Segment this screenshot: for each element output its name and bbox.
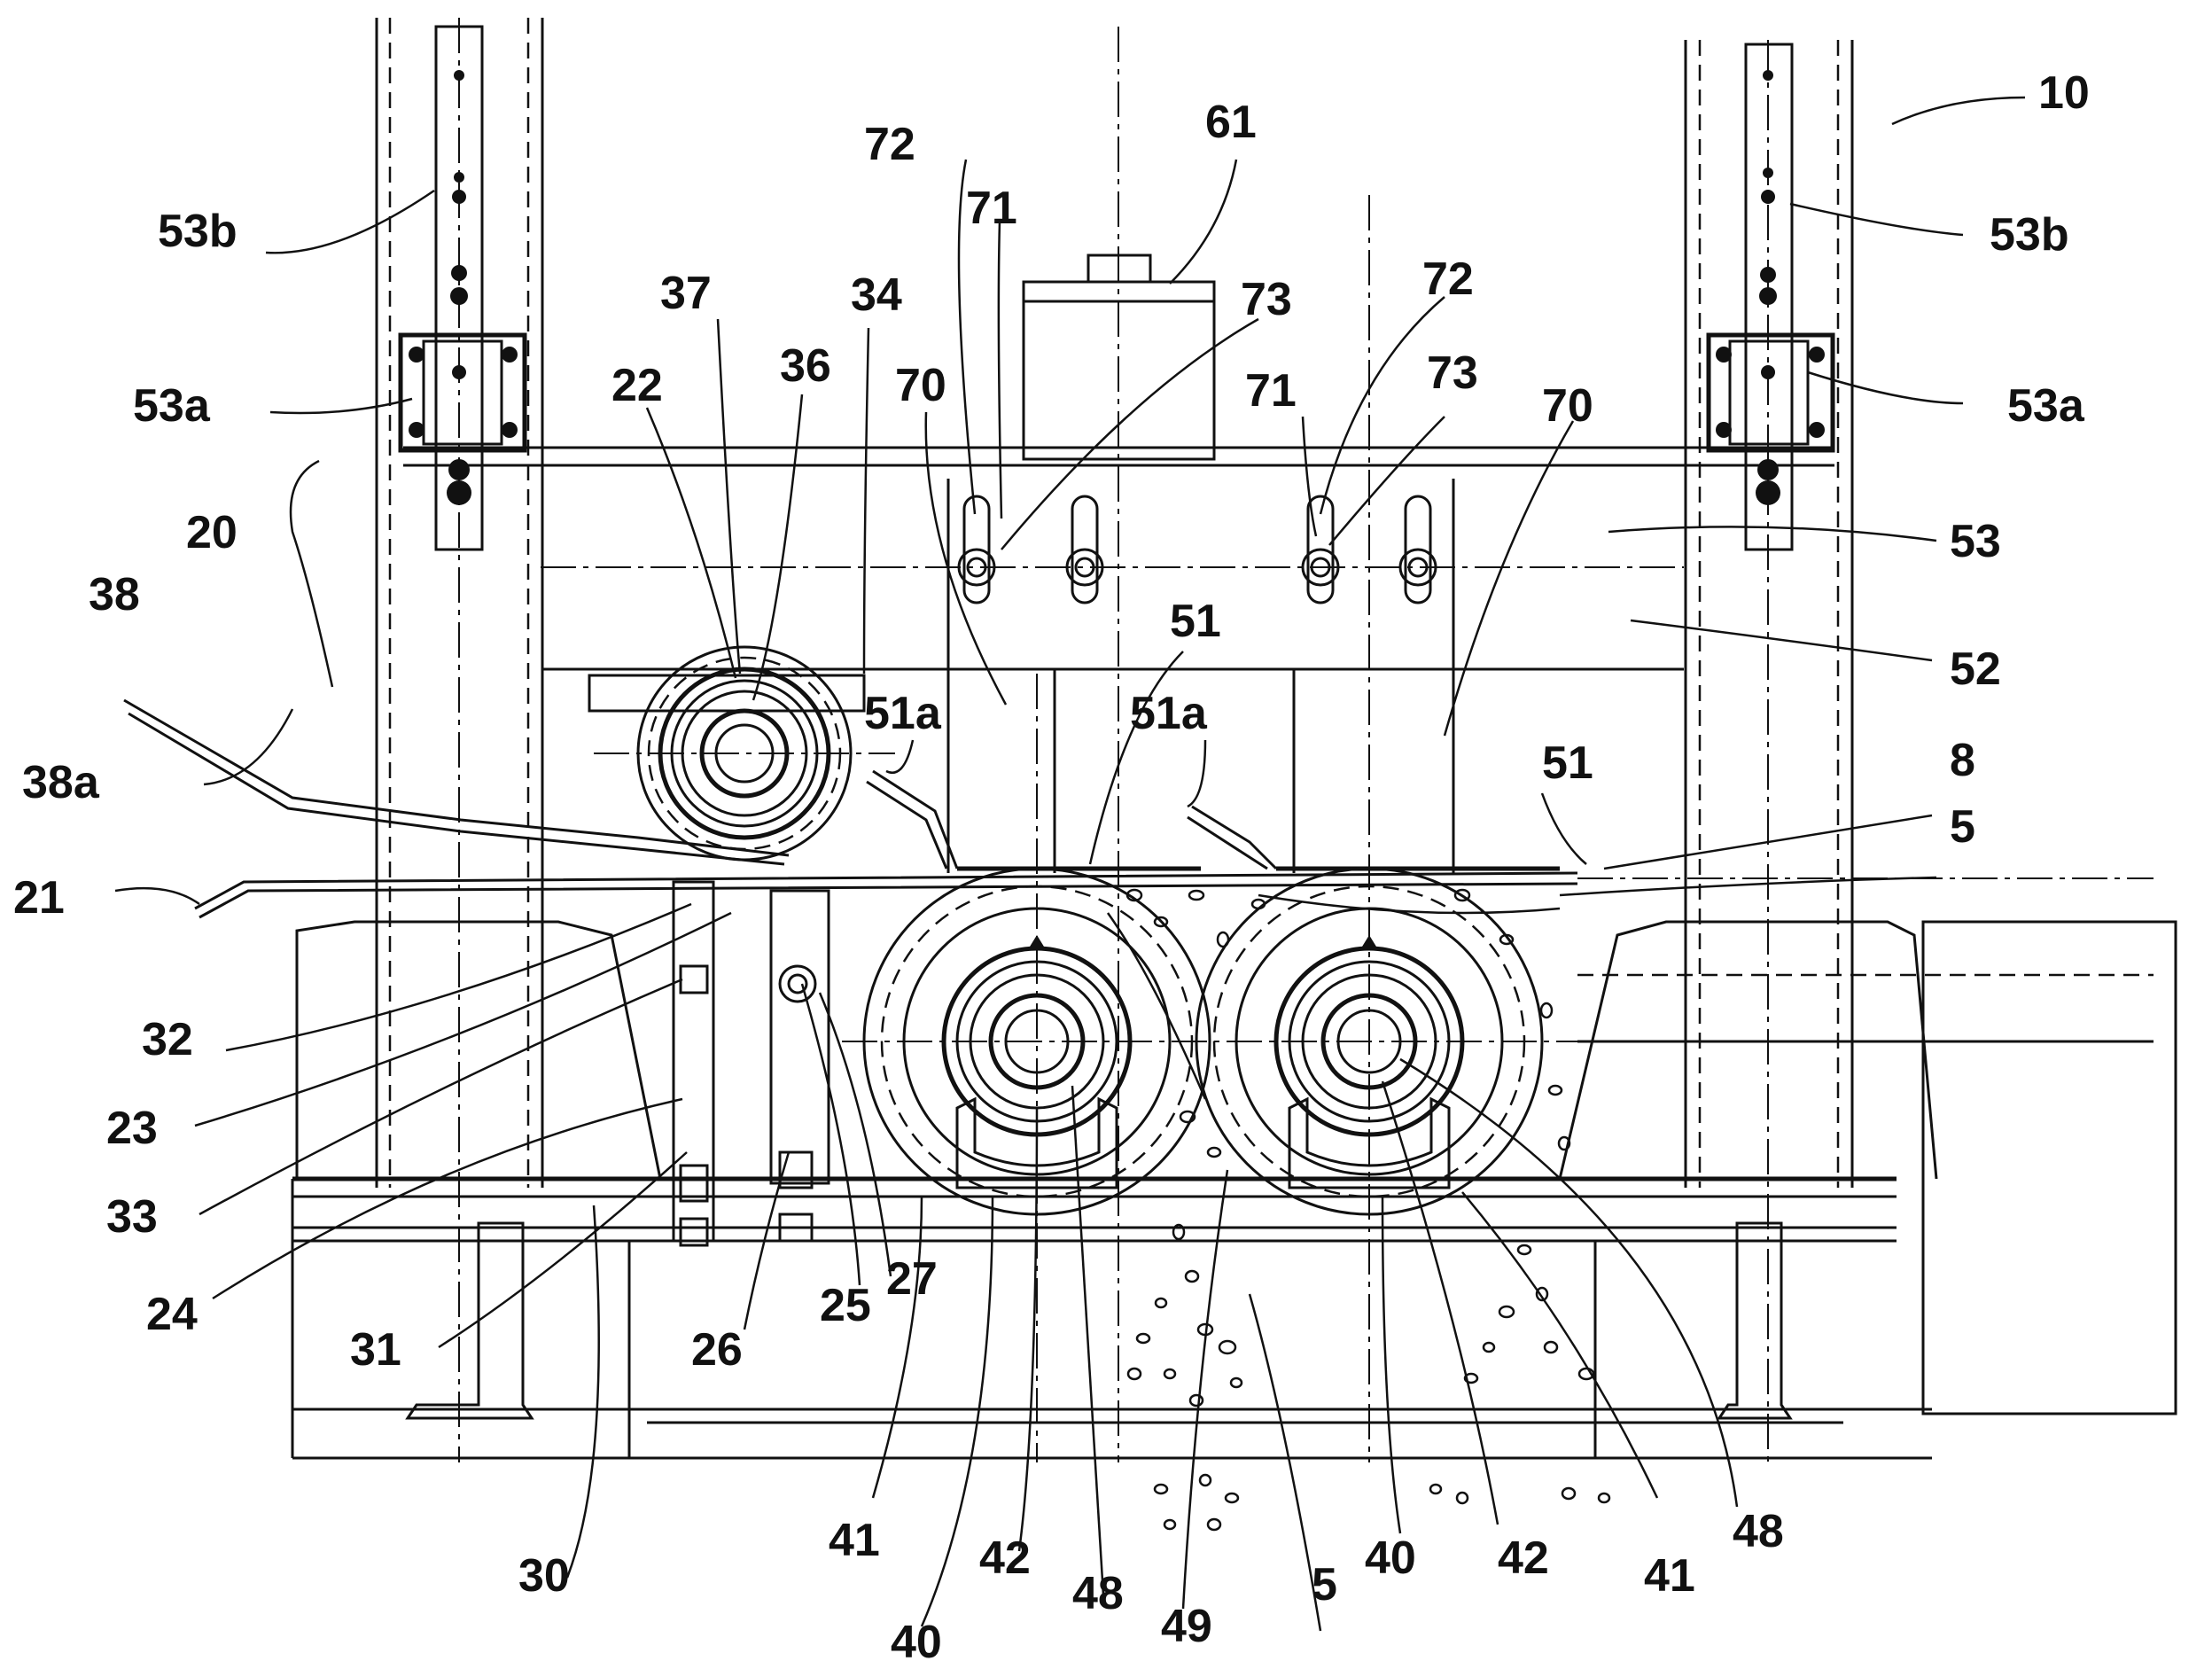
label-10: 10	[2038, 67, 2090, 119]
label-51a-left: 51a	[864, 688, 942, 739]
base-frame	[291, 1176, 1932, 1460]
label-30: 30	[518, 1550, 570, 1602]
label-51-right: 51	[1542, 737, 1593, 789]
label-26: 26	[691, 1324, 743, 1376]
left-slider-53a	[398, 332, 527, 505]
uprights	[672, 880, 830, 1247]
label-51a-right: 51a	[1130, 688, 1208, 739]
label-21: 21	[13, 872, 65, 924]
label-70-right: 70	[1542, 380, 1593, 432]
label-41-left: 41	[829, 1515, 880, 1566]
label-24: 24	[146, 1289, 198, 1340]
chute-38	[123, 698, 790, 866]
label-23: 23	[106, 1103, 158, 1154]
label-33: 33	[106, 1191, 158, 1243]
label-71-right: 71	[1245, 365, 1297, 417]
label-40-left: 40	[891, 1617, 942, 1661]
label-42-right: 42	[1498, 1532, 1549, 1584]
label-25: 25	[820, 1280, 871, 1331]
upper-roller-22	[588, 645, 895, 862]
right-column	[1684, 40, 1854, 1462]
label-71-left: 71	[966, 183, 1017, 234]
label-5-bottom: 5	[1312, 1559, 1337, 1610]
left-column	[375, 18, 544, 1462]
leader-lines	[114, 96, 2026, 1632]
label-53a-right: 53a	[2007, 380, 2085, 432]
label-42-left: 42	[979, 1532, 1031, 1584]
lower-roller-left	[842, 867, 1905, 1216]
side-frames	[295, 920, 2177, 1415]
label-48-right: 48	[1733, 1506, 1784, 1557]
label-37: 37	[660, 268, 712, 319]
scraper-51a-left	[866, 769, 959, 869]
reference-labels: 10 53b 53b 53a 53a 53 52 61 72 72 71 71 …	[13, 67, 2090, 1661]
right-slider-53a	[1706, 332, 1835, 505]
label-41-right: 41	[1644, 1550, 1695, 1602]
label-61: 61	[1205, 97, 1257, 148]
label-53: 53	[1950, 516, 2001, 567]
motor-61	[1022, 27, 1216, 1462]
label-8: 8	[1950, 735, 1975, 786]
label-36: 36	[780, 340, 831, 392]
label-38: 38	[89, 569, 140, 620]
label-5-top: 5	[1950, 801, 1975, 853]
label-38a: 38a	[22, 757, 100, 808]
label-51-left: 51	[1170, 596, 1221, 647]
label-70-left: 70	[895, 360, 946, 411]
adjust-slots	[957, 495, 1437, 604]
label-31: 31	[350, 1324, 401, 1376]
guide-21	[194, 871, 2154, 919]
label-52: 52	[1950, 643, 2001, 695]
crushed-chips	[1125, 888, 1611, 1532]
label-34: 34	[851, 269, 902, 321]
label-48-left: 48	[1072, 1568, 1124, 1619]
label-53a-left: 53a	[133, 380, 211, 432]
label-22: 22	[611, 360, 663, 411]
label-72-left: 72	[864, 119, 915, 170]
label-27: 27	[886, 1253, 938, 1305]
scraper-51a-right	[1187, 805, 1278, 870]
label-20: 20	[186, 507, 238, 558]
label-53b-left: 53b	[158, 206, 238, 257]
label-73-right: 73	[1427, 347, 1478, 399]
label-49: 49	[1161, 1601, 1212, 1652]
label-32: 32	[142, 1014, 193, 1065]
label-72-right: 72	[1422, 253, 1474, 305]
label-73-left: 73	[1241, 274, 1292, 325]
label-53b-right: 53b	[1990, 209, 2069, 261]
label-40-right: 40	[1365, 1532, 1416, 1584]
